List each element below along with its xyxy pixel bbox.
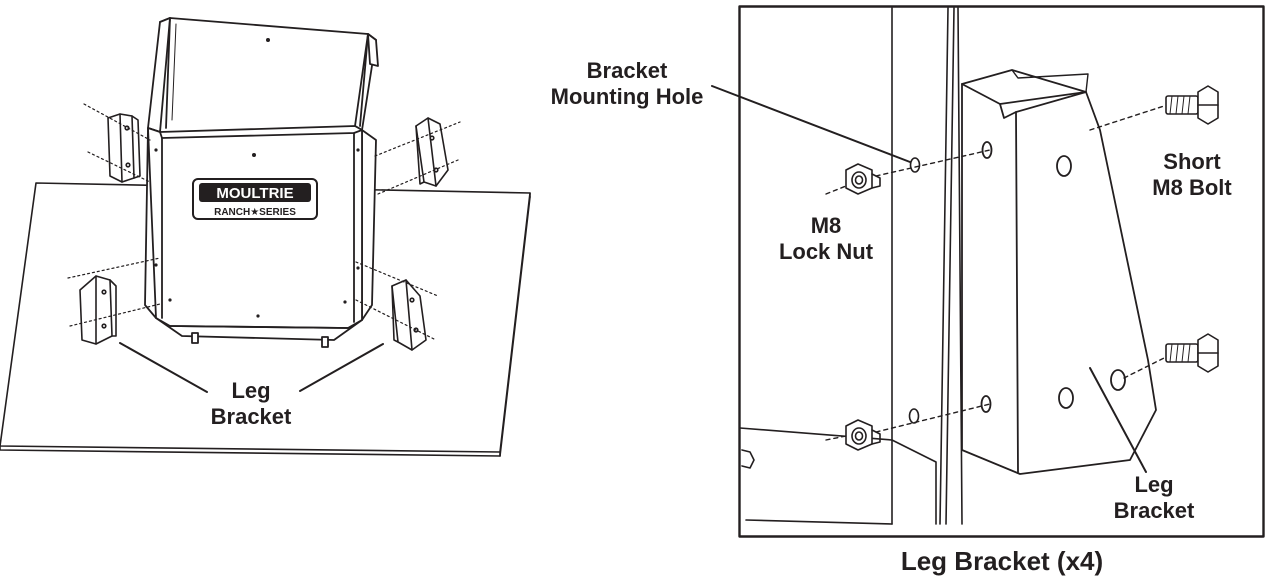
short-m8-bolt-label-line1: Short (1163, 149, 1221, 174)
bolt-path-lines (825, 105, 1165, 441)
detail-panel (711, 5, 1265, 538)
leg-bracket-label-right-line2: Bracket (1113, 497, 1195, 523)
bracket-mounting-hole-label-line1: Bracket (586, 58, 668, 83)
figure-caption: Leg Bracket (x4) (900, 546, 1104, 576)
leg-bracket-detail (961, 69, 1157, 475)
leg-bracket-label-left-line2: Bracket (210, 403, 292, 429)
leg-bracket-label-right: Leg Bracket (1106, 472, 1202, 524)
logo-series-text: RANCH★SERIES (214, 207, 296, 218)
detail-leader-lines (711, 85, 1147, 473)
hopper-box: MOULTRIE RANCH★SERIES (144, 17, 379, 348)
m8-lock-nut-label-line1: M8 (810, 213, 842, 238)
m8-lock-nut-upper (845, 163, 881, 195)
leg-bracket-label-right-line1: Leg (1134, 472, 1174, 497)
hopper-corner-wall (739, 7, 963, 525)
leg-bracket-lower-left (79, 275, 117, 345)
short-m8-bolt-upper (1165, 85, 1219, 125)
short-m8-bolt-label-line2: M8 Bolt (1152, 174, 1232, 200)
leg-bracket-leader-lines (119, 342, 384, 393)
leg-bracket-label-left-line1: Leg (231, 378, 271, 403)
bolt-guide-lines (67, 103, 461, 341)
bracket-mounting-hole-label: Bracket Mounting Hole (540, 58, 714, 110)
m8-lock-nut-label-line2: Lock Nut (778, 238, 874, 264)
short-m8-bolt-label: Short M8 Bolt (1140, 149, 1244, 201)
short-m8-bolt-lower (1165, 333, 1219, 373)
m8-lock-nut-label: M8 Lock Nut (770, 213, 882, 265)
leg-bracket-upper-right (415, 117, 449, 187)
bracket-mounting-hole (908, 157, 921, 424)
m8-lock-nut-lower (845, 419, 881, 451)
logo-brand-text: MOULTRIE (216, 185, 293, 202)
leg-bracket-upper-left (107, 113, 141, 183)
bracket-mounting-hole-label-line2: Mounting Hole (550, 83, 704, 109)
moultrie-logo: MOULTRIE RANCH★SERIES (192, 178, 318, 220)
hopper-assembly-illustration: MOULTRIE RANCH★SERIES (0, 17, 531, 457)
leg-bracket-label-left: Leg Bracket (203, 378, 299, 430)
